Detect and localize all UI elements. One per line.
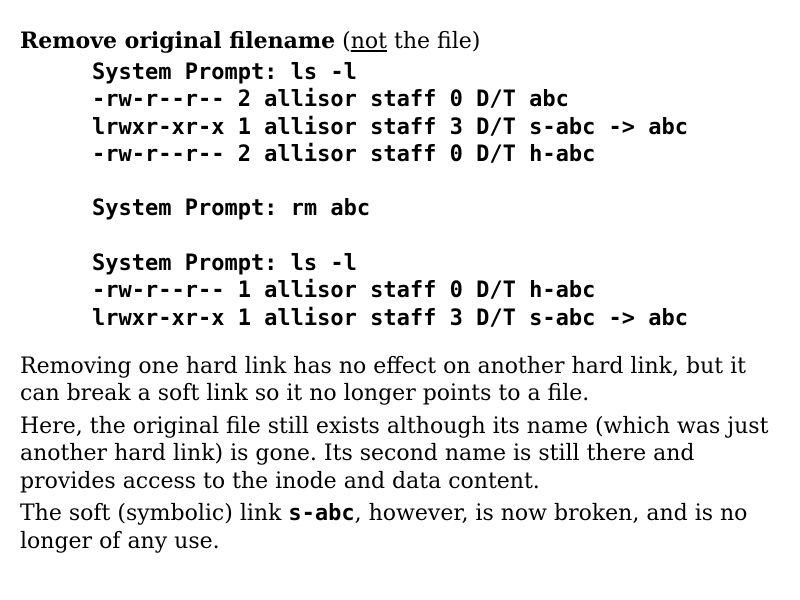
terminal-line: -rw-r--r-- 2 allisor staff 0 D/T h-abc bbox=[92, 141, 596, 167]
slide-heading: Remove original filename (not the file) bbox=[20, 26, 780, 57]
heading-rest: the file) bbox=[387, 29, 481, 54]
soft-link-text-before: The soft (symbolic) link bbox=[20, 501, 289, 527]
terminal-line: System Prompt: ls -l bbox=[92, 60, 357, 85]
heading-bold-text: Remove original filename bbox=[20, 28, 336, 54]
terminal-line: System Prompt: rm abc bbox=[92, 196, 371, 222]
paragraph-original-file: Here, the original file still exists alt… bbox=[20, 413, 769, 494]
terminal-line: lrwxr-xr-x 1 allisor staff 3 D/T s-abc -… bbox=[92, 305, 689, 331]
terminal-line: -rw-r--r-- 2 allisor staff 0 D/T abc bbox=[92, 87, 569, 113]
terminal-line: -rw-r--r-- 1 allisor staff 0 D/T h-abc bbox=[92, 278, 596, 304]
heading-underlined-not: not bbox=[350, 29, 388, 54]
soft-link-text-after: , however, is now broken, and is no long… bbox=[20, 501, 748, 554]
terminal-line: lrwxr-xr-x 1 allisor staff 3 D/T s-abc -… bbox=[92, 114, 689, 140]
paragraph-soft-link: The soft (symbolic) link s-abc, however,… bbox=[20, 500, 780, 555]
terminal-spacer bbox=[92, 168, 780, 195]
paragraph-hard-link: Removing one hard link has no effect on … bbox=[20, 353, 746, 407]
soft-link-code: s-abc bbox=[288, 501, 355, 527]
terminal-spacer bbox=[92, 223, 780, 250]
terminal-line: System Prompt: ls -l bbox=[92, 251, 357, 277]
terminal-listing: System Prompt: ls -l -rw-r--r-- 2 alliso… bbox=[92, 57, 780, 332]
heading-paren-open: ( bbox=[335, 29, 351, 54]
